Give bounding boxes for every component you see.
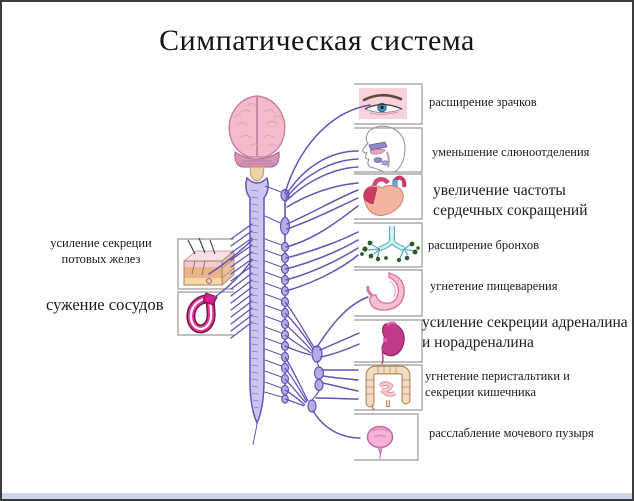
sympathetic-chain [264,185,291,404]
nerve-fibers-left [208,223,253,339]
organ-boxes-left [177,238,234,336]
fiber-to-stomach [316,296,369,348]
footer-strip [2,493,632,499]
eye-icon [359,88,407,119]
adrenal-kidney-icon [381,321,405,365]
organ-boxes-right [354,83,423,461]
splanchnic-fibers [284,301,315,407]
fiber-to-sweat-gland [208,239,253,275]
sweat-gland-box [177,238,234,290]
bladder-icon [366,425,394,459]
heart-box [354,173,423,220]
alveoli-clusters [360,240,420,263]
brainstem [249,166,265,182]
sweat-gland-skin-icon [182,237,236,286]
bronchi-icon [360,226,420,263]
salivary-box [354,127,423,173]
label-adrenaline-secretion: усиление секреции адреналина и норадрена… [422,314,628,352]
label-digestion-inhibition: угнетение пищеварения [430,279,558,293]
brain-gyri [233,103,283,147]
blood-vessel-icon [186,292,218,334]
eye-box [354,83,423,125]
bladder-box [354,413,419,461]
label-bladder-relaxation: расслабление мочевого пузыря [429,426,594,440]
stomach-box [354,269,423,317]
fiber-to-vessel [211,259,253,300]
label-sweat-glands: усиление секреции потовых желез [50,236,152,267]
vessel-box [177,291,234,336]
label-pupil-dilation: расширение зрачков [429,95,537,109]
page-title: Симпатическая система [159,24,475,57]
cord-segment-ticks [251,189,260,409]
label-bronchodilation: расширение бронхов [428,238,539,252]
stomach-icon [366,272,405,311]
label-vasoconstriction: сужение сосудов [46,295,164,314]
fiber-to-eye [284,104,371,194]
label-salivation-decrease: уменьшение слюноотделения [432,145,590,159]
label-peristalsis-inhibition: угнетение перистальтики и секреции кишеч… [425,369,570,400]
intestine-box [354,364,423,411]
rami-communicantes [264,185,282,398]
fiber-to-bladder [312,410,361,439]
label-heart-rate-increase: увеличение частоты сердечных сокращений [433,182,588,220]
nerve-fibers-right [284,104,371,439]
heart-icon [363,175,407,217]
salivary-glands-icon [362,125,406,173]
prevertebral-ganglia [307,345,325,413]
brain [228,95,286,182]
bronchi-box [354,222,423,268]
spinal-cord [245,176,269,446]
kidney-box [354,319,423,363]
intestine-icon [365,365,411,411]
